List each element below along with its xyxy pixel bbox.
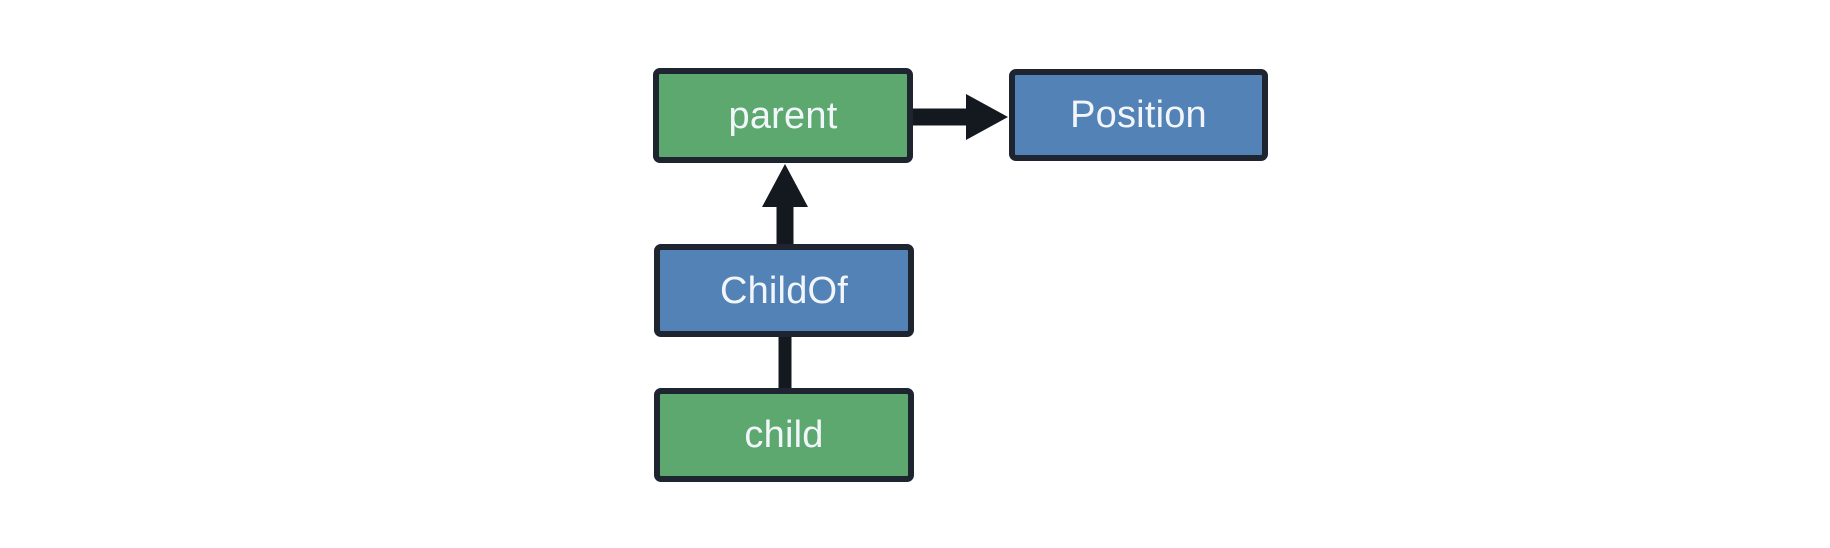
node-child[interactable]: child: [654, 388, 914, 482]
edge-childof-to-parent: [762, 164, 808, 245]
arrowhead-icon: [762, 164, 808, 207]
arrowhead-icon: [966, 94, 1008, 140]
node-parent-label: parent: [728, 94, 838, 137]
node-position-label: Position: [1070, 94, 1207, 136]
node-child-label: child: [744, 414, 824, 456]
node-childof[interactable]: ChildOf: [654, 244, 914, 337]
node-position[interactable]: Position: [1009, 69, 1268, 161]
node-childof-label: ChildOf: [719, 269, 849, 312]
edge-parent-to-position: [913, 94, 1008, 140]
node-parent[interactable]: parent: [653, 68, 913, 163]
